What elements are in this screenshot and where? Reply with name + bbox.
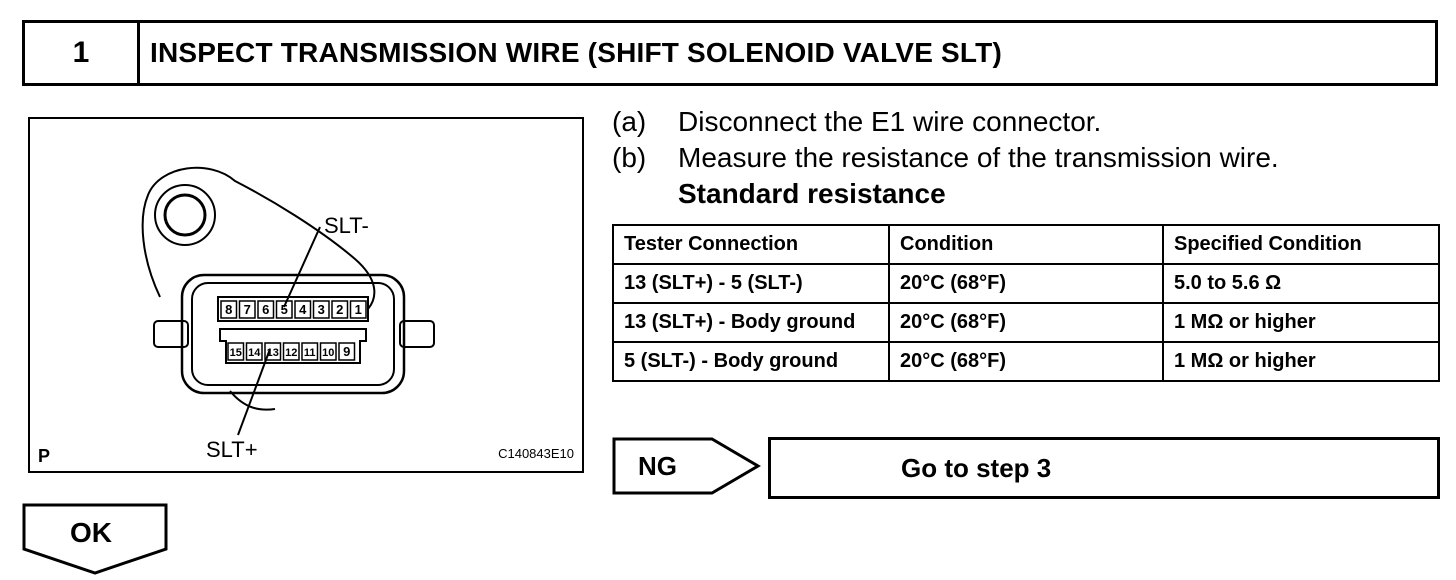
header-condition: Condition [888, 224, 1164, 265]
table-row: 13 (SLT+) - 5 (SLT-) 20°C (68°F) 5.0 to … [612, 263, 1440, 304]
slt-minus-leader-line [283, 226, 321, 308]
connector-housing-outer [180, 273, 406, 395]
pin-row-top-frame [217, 296, 369, 322]
connector-pin-number: 14 [248, 347, 261, 359]
cell-specified: 1 MΩ or higher [1162, 341, 1440, 382]
instruction-a: (a) Disconnect the E1 wire connector. [612, 104, 1279, 140]
slt-minus-label: SLT- [324, 213, 369, 238]
step-title: INSPECT TRANSMISSION WIRE (SHIFT SOLENOI… [150, 37, 1002, 68]
right-latch [399, 320, 435, 348]
connector-pin-number: 4 [299, 302, 307, 317]
mounting-hole-inner [163, 193, 207, 237]
connector-pin-cell [264, 342, 282, 361]
cell-condition: 20°C (68°F) [888, 341, 1164, 382]
step-header: 1 INSPECT TRANSMISSION WIRE (SHIFT SOLEN… [22, 20, 1438, 86]
connector-housing-inner [191, 282, 395, 386]
go-to-step-box[interactable]: Go to step 3 [768, 437, 1440, 499]
slt-plus-leader-line [237, 348, 271, 436]
connector-pin-number: 2 [336, 302, 343, 317]
slt-plus-label: SLT+ [206, 437, 258, 462]
instruction-text: Measure the resistance of the transmissi… [678, 142, 1279, 173]
sensor-body-outline [141, 166, 376, 310]
ng-label: NG [638, 451, 677, 481]
instruction-b: (b) Measure the resistance of the transm… [612, 140, 1279, 176]
cell-connection: 13 (SLT+) - Body ground [612, 302, 890, 343]
ok-label: OK [70, 517, 112, 548]
mounting-hole-outer [154, 184, 216, 246]
connector-pin-cell [245, 342, 263, 361]
connector-pin-cell [319, 342, 337, 361]
connector-pin-cell [282, 342, 300, 361]
connector-pin-number: 8 [225, 302, 232, 317]
ok-branch[interactable]: OK [22, 503, 168, 575]
header-tester-connection: Tester Connection [612, 224, 890, 265]
connector-pin-number: 11 [304, 347, 316, 359]
connector-pin-number: 15 [230, 347, 242, 359]
connector-pin-cell [349, 300, 367, 319]
instruction-label: (b) [612, 142, 647, 173]
go-to-step-text: Go to step 3 [901, 452, 1052, 483]
connector-pin-cell [238, 300, 256, 319]
connector-pin-cell [301, 342, 319, 361]
standard-resistance-heading: Standard resistance [678, 178, 946, 209]
cell-specified: 1 MΩ or higher [1162, 302, 1440, 343]
connector-pin-cell [275, 300, 293, 319]
table-row: 5 (SLT-) - Body ground 20°C (68°F) 1 MΩ … [612, 341, 1440, 382]
connector-pin-number: 1 [355, 302, 362, 317]
header-specified-condition: Specified Condition [1162, 224, 1440, 265]
connector-pin-cell [331, 300, 349, 319]
connector-pin-number: 12 [285, 347, 297, 359]
connector-pin-number: 5 [281, 302, 288, 317]
cell-condition: 20°C (68°F) [888, 263, 1164, 304]
connector-pin-number: 3 [318, 302, 325, 317]
cell-specified: 5.0 to 5.6 Ω [1162, 263, 1440, 304]
connector-pin-cell [220, 300, 238, 319]
ok-arrow-down-icon [22, 503, 168, 575]
left-latch [153, 320, 189, 348]
table-row: 13 (SLT+) - Body ground 20°C (68°F) 1 MΩ… [612, 302, 1440, 343]
resistance-table: Tester Connection Condition Specified Co… [612, 224, 1440, 382]
figure-code: C140843E10 [498, 446, 574, 461]
ng-branch[interactable]: NG [612, 437, 762, 495]
instruction-list: (a) Disconnect the E1 wire connector. (b… [612, 104, 1279, 212]
ng-arrow-icon [612, 437, 761, 495]
connector-lower-curve [229, 390, 276, 411]
cell-connection: 13 (SLT+) - 5 (SLT-) [612, 263, 890, 304]
cell-connection: 5 (SLT-) - Body ground [612, 341, 890, 382]
connector-pin-number: 10 [322, 347, 334, 359]
connector-pin-cell [294, 300, 312, 319]
step-number: 1 [25, 23, 140, 83]
connector-pin-number: 7 [244, 302, 251, 317]
connector-pin-cell [312, 300, 330, 319]
figure-corner-label: P [38, 446, 51, 466]
instruction-label: (a) [612, 106, 647, 137]
connector-pin-cell [227, 342, 245, 361]
connector-pin-number: 9 [343, 344, 350, 359]
table-header-row: Tester Connection Condition Specified Co… [612, 224, 1440, 265]
connector-pin-number: 6 [262, 302, 269, 317]
cell-condition: 20°C (68°F) [888, 302, 1164, 343]
instruction-text: Disconnect the E1 wire connector. [678, 106, 1102, 137]
pin-row-bottom-frame [219, 328, 367, 364]
connector-pin-cell [257, 300, 275, 319]
connector-pin-cell [338, 342, 356, 361]
